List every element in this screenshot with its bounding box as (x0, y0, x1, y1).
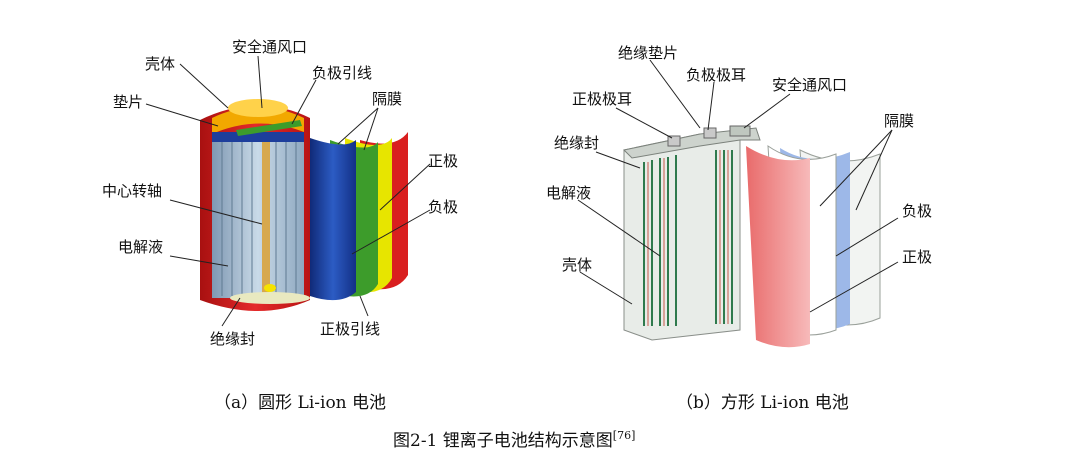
figure-title-text: 图2-1 锂离子电池结构示意图 (393, 431, 613, 451)
center-axis-rod (262, 140, 270, 298)
cylindrical-battery-illustration (200, 99, 408, 312)
label-b-positive: 正极 (902, 248, 932, 266)
bottom-seal-point (264, 284, 276, 292)
label-a-safety-vent: 安全通风口 (232, 38, 307, 56)
label-a-negative: 负极 (428, 198, 458, 216)
labels-b: 绝缘垫片 负极极耳 正极极耳 安全通风口 绝缘封 隔膜 电解液 负极 正极 壳体 (546, 44, 932, 274)
label-b-negative-tab: 负极极耳 (686, 66, 746, 84)
labels-a: 壳体 垫片 安全通风口 负极引线 隔膜 正极 负极 中心转轴 电解液 绝缘封 正… (102, 38, 458, 348)
label-a-positive: 正极 (428, 152, 458, 170)
electrode-winding-core (212, 140, 304, 298)
label-b-separator: 隔膜 (884, 112, 914, 130)
caption-b: （b）方形 Li-ion 电池 (676, 393, 849, 413)
unrolled-positive-sheet (746, 146, 810, 348)
winding-stripes (221, 142, 297, 296)
label-a-center-axis: 中心转轴 (102, 182, 162, 200)
label-b-insulating-seal: 绝缘封 (554, 134, 599, 152)
figure-title: 图2-1 锂离子电池结构示意图[76] (393, 429, 635, 451)
label-b-negative: 负极 (902, 202, 932, 220)
label-a-insulating-seal: 绝缘封 (210, 330, 255, 348)
unrolled-negative-layer (310, 138, 356, 301)
negative-lead-strip (236, 120, 302, 136)
label-b-safety-vent: 安全通风口 (772, 76, 847, 94)
prismatic-battery-illustration (622, 125, 881, 348)
label-b-shell: 壳体 (562, 256, 592, 274)
safety-vent-box (729, 125, 751, 137)
figure-reference: [76] (613, 429, 636, 442)
leader-lines-a (145, 55, 431, 327)
label-a-gasket: 垫片 (113, 93, 143, 111)
leader-lines-b (577, 59, 899, 313)
label-a-electrolyte: 电解液 (118, 238, 163, 256)
label-a-shell: 壳体 (145, 55, 175, 73)
label-a-separator: 隔膜 (372, 90, 402, 108)
caption-a: （a）圆形 Li-ion 电池 (214, 393, 386, 413)
label-b-insulating-pad: 绝缘垫片 (618, 44, 678, 62)
prismatic-shell (623, 133, 741, 341)
safety-vent-cap (228, 99, 288, 117)
label-a-positive-lead: 正极引线 (320, 320, 380, 338)
electrode-plates (643, 150, 733, 326)
positive-tab (667, 135, 681, 147)
label-b-positive-tab: 正极极耳 (572, 90, 632, 108)
label-a-negative-lead: 负极引线 (312, 64, 372, 82)
bottom-insulator (230, 292, 310, 304)
plate-tips (647, 150, 729, 326)
gasket-ring (212, 132, 304, 142)
negative-tab (703, 127, 717, 139)
label-b-electrolyte: 电解液 (546, 184, 591, 202)
